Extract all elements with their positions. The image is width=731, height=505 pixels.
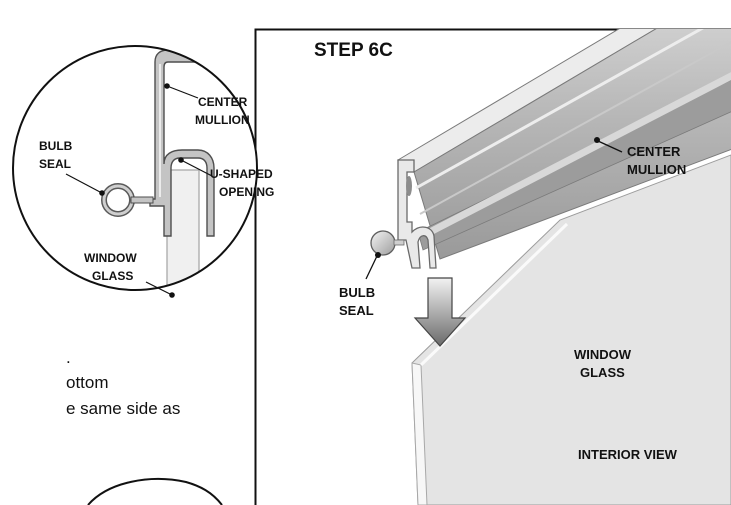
main-center-mullion-label-1: CENTER [627, 144, 681, 159]
main-center-mullion-callout: CENTER MULLION [594, 137, 686, 177]
inset-center-mullion-label-2: MULLION [195, 113, 250, 127]
main-bulb-seal-label-1: BULB [339, 285, 375, 300]
main-center-mullion-label-2: MULLION [627, 162, 686, 177]
body-text-fragment-5: e same side as [66, 399, 181, 418]
main-window-glass-label-2: GLASS [580, 365, 625, 380]
inset-bulb-seal-label-2: SEAL [39, 157, 71, 171]
center-mullion [397, 29, 731, 269]
bulb-seal [370, 230, 405, 256]
inset-bulb-seal-callout: BULB SEAL [39, 139, 105, 196]
next-inset-circle-partial [87, 478, 223, 505]
inset-window-glass-callout: WINDOW GLASS [84, 251, 175, 298]
body-text-fragment-4: ottom [66, 373, 109, 392]
window-glass [411, 154, 731, 505]
main-bulb-seal-callout: BULB SEAL [339, 252, 381, 318]
step-title: STEP 6C [314, 40, 393, 61]
main-bulb-seal-label-2: SEAL [339, 303, 374, 318]
inset-center-mullion-callout: CENTER MULLION [164, 83, 250, 127]
interior-view-label: INTERIOR VIEW [578, 447, 678, 462]
inset-window-glass-label-1: WINDOW [84, 251, 137, 265]
inset-bulb-seal-label-1: BULB [39, 139, 73, 153]
inset-detail-circle [12, 45, 258, 291]
inset-u-opening-callout: U-SHAPED OPENING [178, 157, 274, 199]
inset-u-opening-label-1: U-SHAPED [210, 167, 273, 181]
body-text-fragment-3: . [66, 348, 71, 367]
inset-window-glass-label-2: GLASS [92, 269, 133, 283]
main-window-glass-label-1: WINDOW [574, 347, 632, 362]
inset-center-mullion-label-1: CENTER [198, 95, 248, 109]
down-arrow-icon [413, 277, 467, 347]
inset-u-opening-label-2: OPENING [219, 185, 274, 199]
